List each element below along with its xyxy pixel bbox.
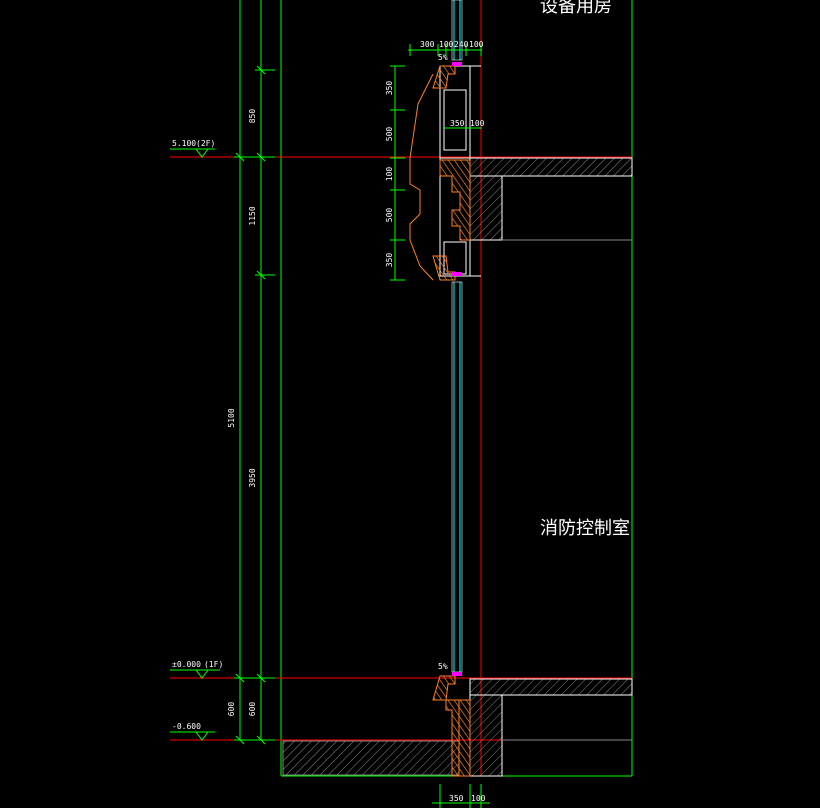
wdim-100: 100 xyxy=(385,167,394,182)
glazing xyxy=(453,0,461,672)
frame-lines xyxy=(239,0,633,777)
axis-lines xyxy=(170,0,632,776)
dim-1150: 1150 xyxy=(248,206,257,225)
bdim-350: 350 xyxy=(449,794,464,803)
level-1f-tag: (1F) xyxy=(204,660,223,669)
insulation xyxy=(432,65,471,777)
level-marker-ground xyxy=(170,731,215,741)
top-dimension-line xyxy=(408,44,482,56)
dim-600-right: 600 xyxy=(248,702,257,717)
level-2f-tag: (2F) xyxy=(196,139,215,148)
tdim-100-b: 100 xyxy=(469,40,484,49)
level-marker-2f xyxy=(170,148,215,158)
outer-profile xyxy=(409,73,434,281)
level-marker-1f xyxy=(170,669,220,679)
slab-1f xyxy=(469,678,633,777)
tdim-240: 240 xyxy=(454,40,469,49)
ground-hatch xyxy=(282,740,460,776)
room-label-fire-control: 消防控制室 xyxy=(540,518,630,539)
dim-600-left: 600 xyxy=(227,702,236,717)
level-1f-elevation: ±0.000 xyxy=(172,660,201,669)
slope-lower: 5% xyxy=(438,662,448,671)
wdim-500-top: 500 xyxy=(385,127,394,142)
bdim-100: 100 xyxy=(471,794,486,803)
dim-3950: 3950 xyxy=(248,468,257,487)
glazing-frame-upper xyxy=(451,0,463,61)
wdim-350-bottom: 350 xyxy=(385,253,394,268)
room-label-equipment: 设备用房 xyxy=(540,0,612,17)
left-dimension-ticks xyxy=(234,65,275,745)
level-2f-elevation: 5.100 xyxy=(172,139,196,148)
hdim-100: 100 xyxy=(470,119,485,128)
wdim-350-top: 350 xyxy=(385,81,394,96)
slab-2f xyxy=(469,157,633,241)
level-ground-elevation: -0.600 xyxy=(172,722,201,731)
wdim-500-bottom: 500 xyxy=(385,208,394,223)
tdim-300: 300 xyxy=(420,40,435,49)
bottom-dimension-line xyxy=(432,784,490,808)
slope-upper: 5% xyxy=(438,53,448,62)
hdim-350: 350 xyxy=(450,119,465,128)
dim-850: 850 xyxy=(248,109,257,124)
tdim-100: 100 xyxy=(439,40,454,49)
seals xyxy=(452,62,462,676)
dim-5100: 5100 xyxy=(227,408,236,427)
window-dimension-line xyxy=(390,65,405,281)
